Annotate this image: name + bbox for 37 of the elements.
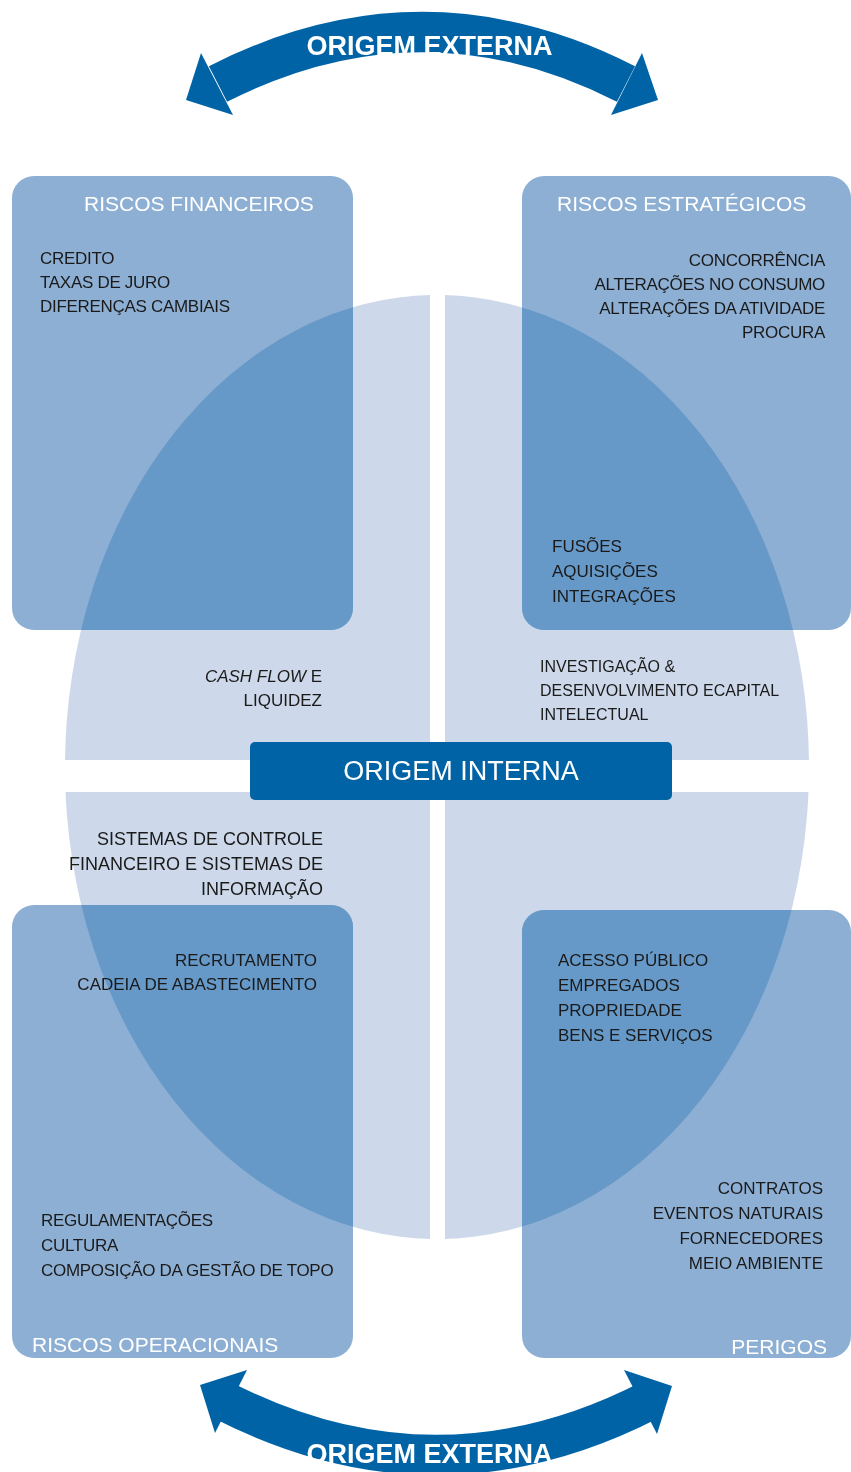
risk-item: PROPRIEDADE [558,1000,682,1022]
risk-item: ALTERAÇÕES DA ATIVIDADE [599,298,825,320]
risk-item: DIFERENÇAS CAMBIAIS [40,296,230,318]
risk-item: MEIO AMBIENTE [688,1253,823,1275]
risk-item: FORNECEDORES [679,1228,823,1250]
risk-item: FUSÕES [552,536,622,558]
risk-item: RECRUTAMENTO [175,950,317,972]
risk-item: CONTRATOS [717,1178,823,1200]
category-panel [12,176,353,630]
risk-item: BENS E SERVIÇOS [558,1025,713,1047]
risk-item: EVENTOS NATURAIS [652,1203,823,1225]
category-title: PERIGOS [731,1334,827,1358]
risk-item: INVESTIGAÇÃO & DESENVOLVIMENTO ECAPITAL INTELECTUAL [540,656,780,725]
risk-item: ALTERAÇÕES NO CONSUMO [594,274,825,296]
risk-item: COMPOSIÇÃO DA GESTÃO DE TOPO [41,1260,334,1282]
risk-item: INTEGRAÇÕES [552,586,676,608]
risk-item: SISTEMAS DE CONTROLE FINANCEIRO E SISTEMAS DE INFORMAÇÃO [67,828,323,901]
category-panel [522,910,851,1358]
risk-item: CONCORRÊNCIA [688,250,825,272]
risk-item: CASH FLOW E LIQUIDEZ [203,666,322,712]
category-title: RISCOS OPERACIONAIS [32,1332,279,1358]
risk-item: CREDITO [40,248,115,270]
risk-item: TAXAS DE JURO [40,272,170,294]
center-banner: ORIGEM INTERNA [250,742,672,800]
arrow-label: ORIGEM EXTERNA [305,30,554,62]
risk-item: AQUISIÇÕES [552,561,658,583]
risk-item: PROCURA [742,322,825,344]
category-title: RISCOS FINANCEIROS [84,191,314,217]
category-panel [522,176,851,630]
category-title: RISCOS ESTRATÉGICOS [557,191,807,217]
risk-item: CULTURA [41,1235,118,1257]
risk-item: CADEIA DE ABASTECIMENTO [77,974,317,996]
category-panel [12,905,353,1358]
risk-item: REGULAMENTAÇÕES [41,1210,213,1232]
arrow-label: ORIGEM EXTERNA [305,1438,554,1470]
risk-item: ACESSO PÚBLICO [558,950,709,972]
risk-item: EMPREGADOS [558,975,680,997]
